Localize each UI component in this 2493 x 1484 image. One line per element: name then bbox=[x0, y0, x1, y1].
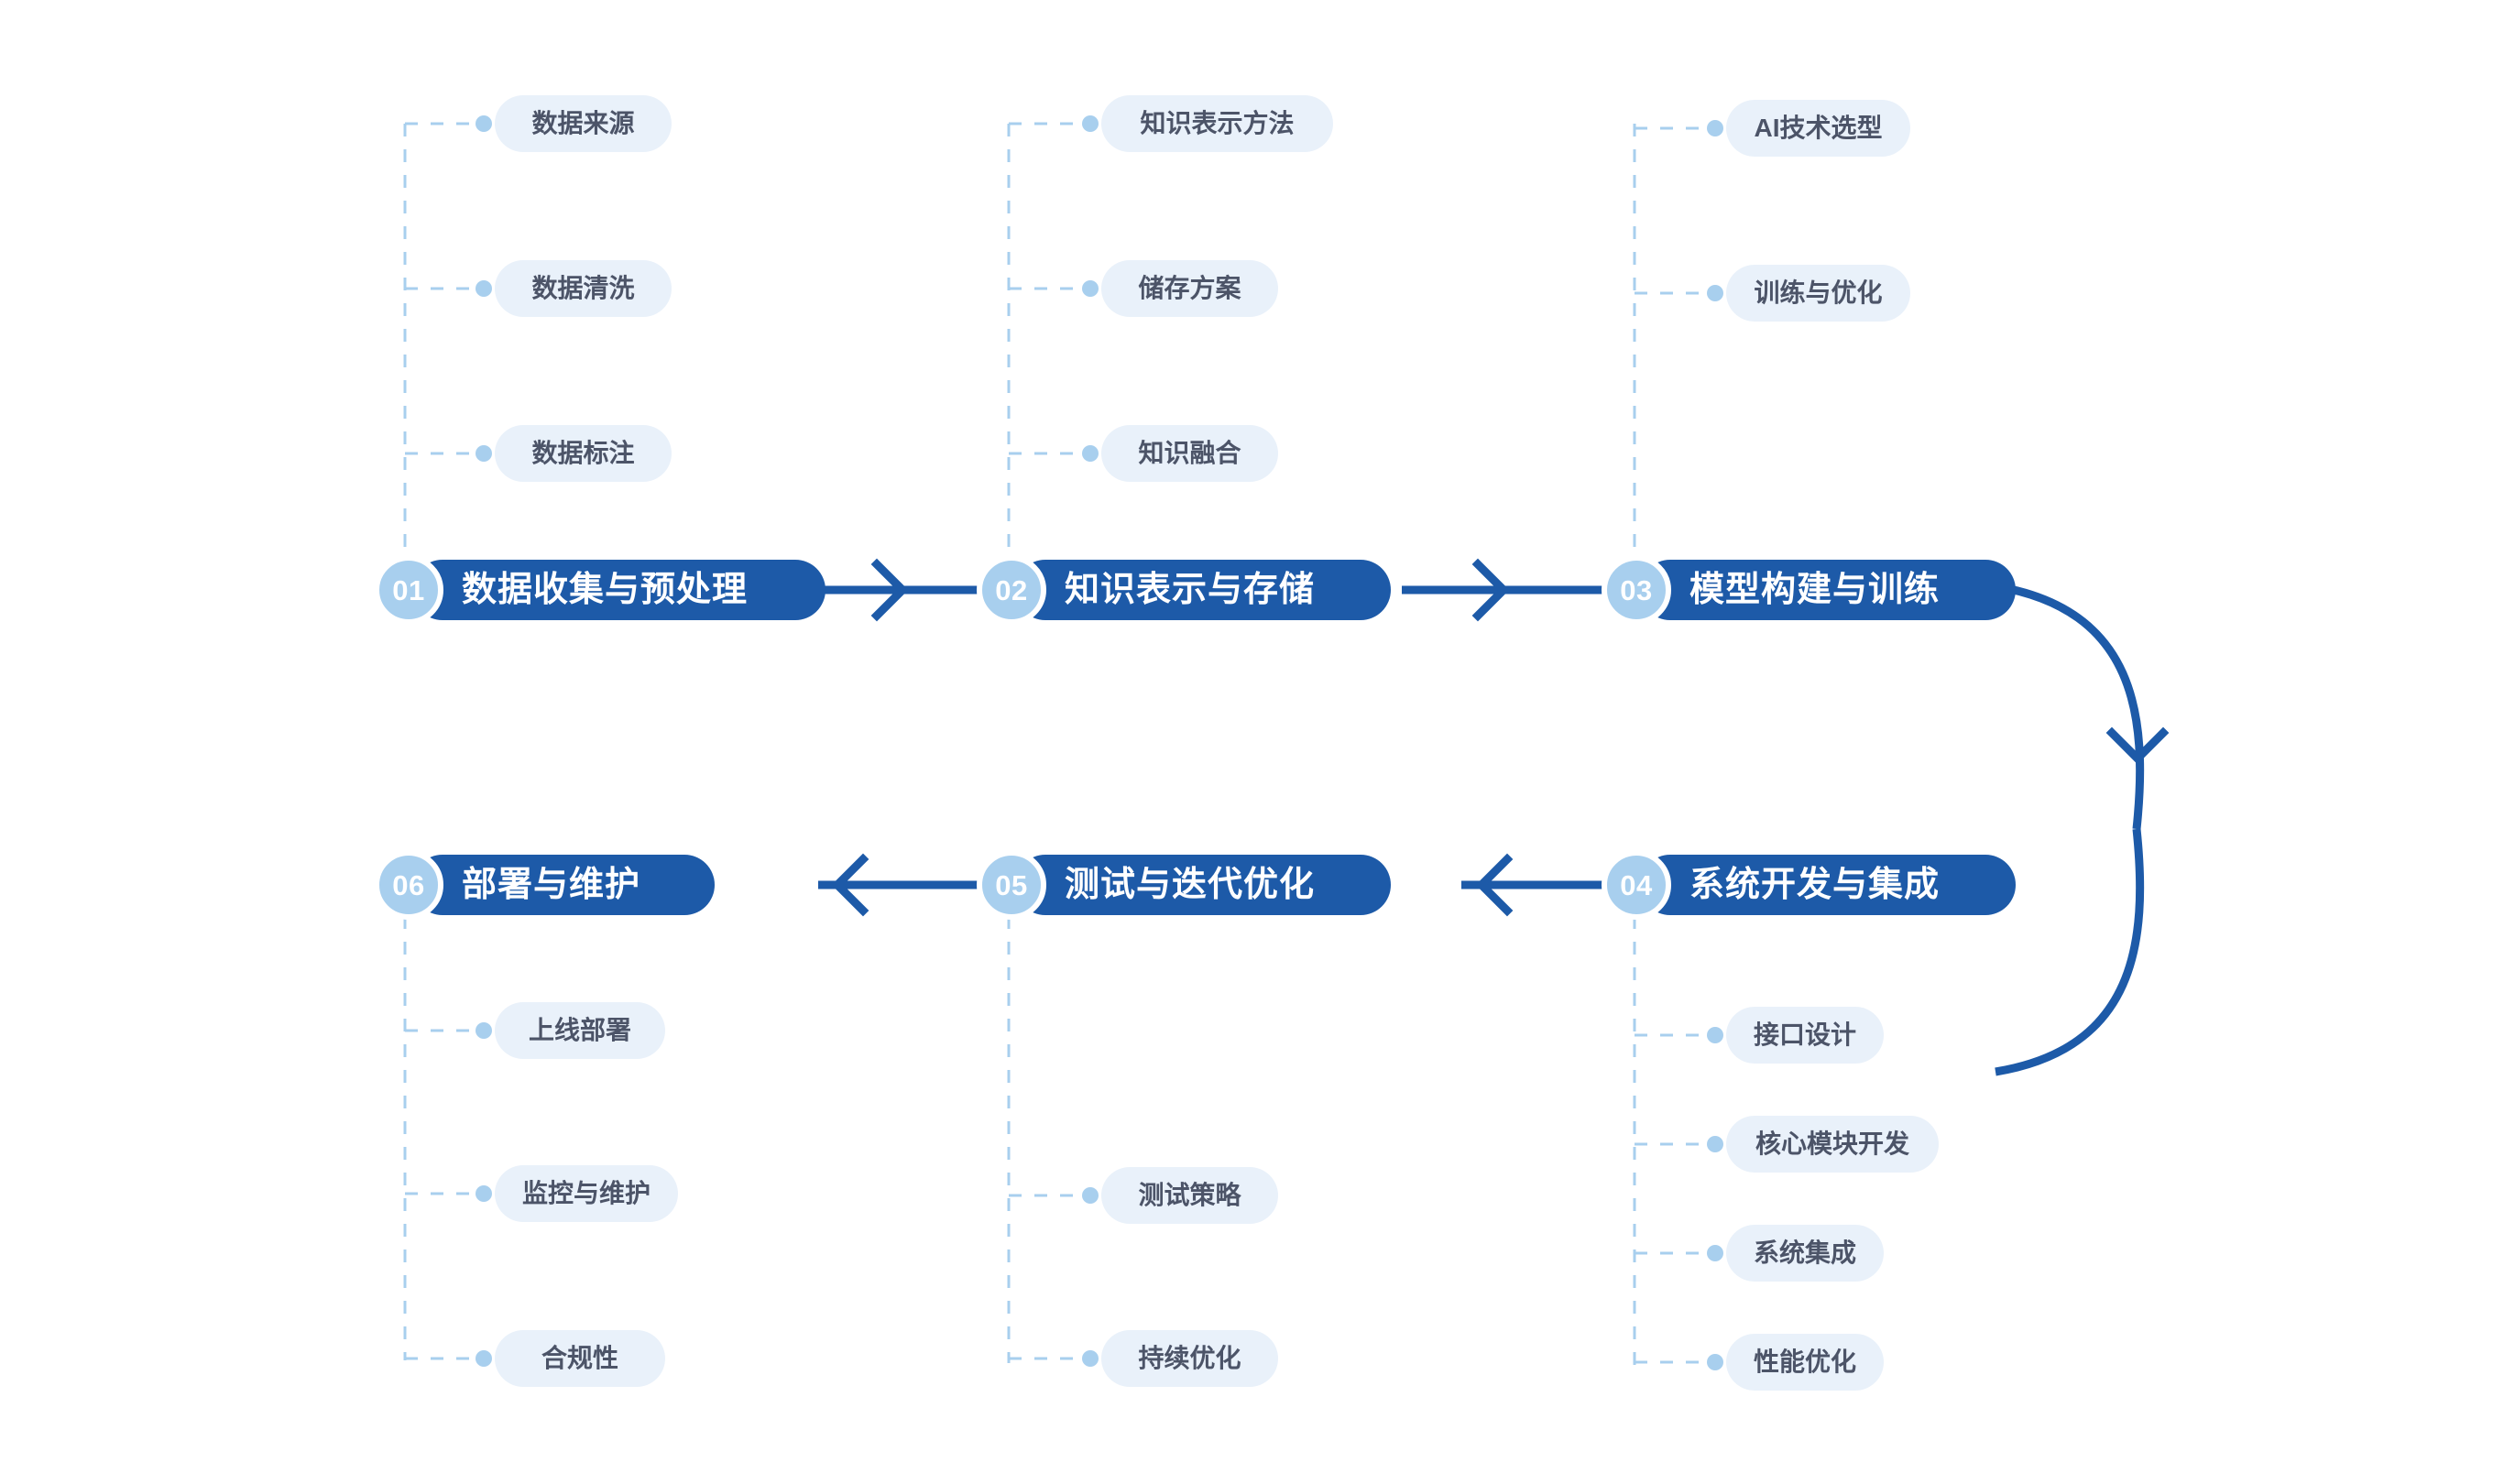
sub-item-pill-03-1[interactable]: AI技术选型 bbox=[1726, 100, 1910, 157]
stage-bar-01[interactable]: 数据收集与预处理 bbox=[412, 560, 826, 620]
sub-item-pill-05-1[interactable]: 测试策略 bbox=[1101, 1167, 1278, 1224]
stage-title-04: 系统开发与集成 bbox=[1689, 866, 1941, 904]
chevron-04-to-05 bbox=[1475, 853, 1514, 917]
sub-item-label-02-2: 储存方案 bbox=[1138, 274, 1241, 302]
branch-dot-02-1 bbox=[1082, 115, 1099, 132]
branch-dot-02-3 bbox=[1082, 445, 1099, 462]
sub-item-label-01-1: 数据来源 bbox=[531, 109, 635, 137]
stage-bar-05[interactable]: 测试与迭代优化 bbox=[1015, 855, 1391, 915]
sub-item-pill-06-1[interactable]: 上线部署 bbox=[495, 1002, 665, 1059]
branch-dot-05-2 bbox=[1082, 1350, 1099, 1367]
stage-number-06: 06 bbox=[392, 868, 425, 901]
stage-badge-05: 05 bbox=[977, 850, 1046, 920]
branch-dot-04-1 bbox=[1707, 1027, 1723, 1043]
chevron-01-to-02 bbox=[870, 558, 909, 622]
stage-badge-02: 02 bbox=[977, 555, 1046, 625]
sub-item-pill-02-1[interactable]: 知识表示方法 bbox=[1101, 95, 1333, 152]
stage-number-01: 01 bbox=[392, 573, 425, 606]
sub-item-label-04-1: 接口设计 bbox=[1754, 1020, 1857, 1049]
branch-dot-06-3 bbox=[476, 1350, 492, 1367]
stage-badge-06: 06 bbox=[374, 850, 443, 920]
branch-dot-06-1 bbox=[476, 1022, 492, 1039]
stage-badge-03: 03 bbox=[1602, 555, 1671, 625]
branch-dot-03-1 bbox=[1707, 120, 1723, 136]
sub-item-pill-04-2[interactable]: 核心模块开发 bbox=[1726, 1116, 1939, 1173]
sub-item-label-02-1: 知识表示方法 bbox=[1140, 109, 1295, 137]
chevron-02-to-03 bbox=[1471, 558, 1510, 622]
chevron-05-to-06 bbox=[831, 853, 869, 917]
sub-item-pill-01-3[interactable]: 数据标注 bbox=[495, 425, 672, 482]
flow-curve-03-to-04-lower bbox=[1995, 828, 2145, 1076]
branch-dot-02-2 bbox=[1082, 280, 1099, 297]
sub-item-label-01-2: 数据清洗 bbox=[531, 274, 635, 302]
stage-bar-02[interactable]: 知识表示与存储 bbox=[1015, 560, 1391, 620]
sub-item-pill-04-1[interactable]: 接口设计 bbox=[1726, 1007, 1884, 1064]
stage-badge-04: 04 bbox=[1602, 850, 1671, 920]
stage-bar-04[interactable]: 系统开发与集成 bbox=[1640, 855, 2016, 915]
stage-number-02: 02 bbox=[995, 573, 1028, 606]
sub-item-pill-06-3[interactable]: 合规性 bbox=[495, 1330, 665, 1387]
branch-dot-03-2 bbox=[1707, 285, 1723, 301]
branch-dot-04-3 bbox=[1707, 1245, 1723, 1261]
stage-title-05: 测试与迭代优化 bbox=[1065, 866, 1316, 904]
sub-item-pill-01-1[interactable]: 数据来源 bbox=[495, 95, 672, 152]
stage-title-02: 知识表示与存储 bbox=[1065, 571, 1316, 609]
sub-item-label-05-1: 测试策略 bbox=[1138, 1181, 1241, 1209]
flow-curve-03-to-04-upper bbox=[1995, 582, 2145, 830]
stage-badge-01: 01 bbox=[374, 555, 443, 625]
sub-item-label-05-2: 持续优化 bbox=[1138, 1344, 1241, 1372]
branch-dot-04-2 bbox=[1707, 1136, 1723, 1152]
sub-item-pill-04-3[interactable]: 系统集成 bbox=[1726, 1225, 1884, 1282]
sub-item-label-04-3: 系统集成 bbox=[1754, 1238, 1857, 1267]
branch-dot-06-2 bbox=[476, 1185, 492, 1202]
sub-item-pill-04-4[interactable]: 性能优化 bbox=[1726, 1334, 1884, 1391]
sub-item-pill-02-3[interactable]: 知识融合 bbox=[1101, 425, 1278, 482]
branch-dot-05-1 bbox=[1082, 1187, 1099, 1204]
sub-item-pill-06-2[interactable]: 监控与维护 bbox=[495, 1165, 678, 1222]
sub-item-pill-02-2[interactable]: 储存方案 bbox=[1101, 260, 1278, 317]
sub-item-label-06-2: 监控与维护 bbox=[522, 1179, 651, 1207]
stage-number-04: 04 bbox=[1620, 868, 1653, 901]
branch-dot-01-2 bbox=[476, 280, 492, 297]
stage-number-03: 03 bbox=[1620, 573, 1653, 606]
branch-dot-01-3 bbox=[476, 445, 492, 462]
sub-item-label-04-2: 核心模块开发 bbox=[1755, 1129, 1909, 1158]
stage-bar-03[interactable]: 模型构建与训练 bbox=[1640, 560, 2016, 620]
sub-item-label-03-2: 训练与优化 bbox=[1754, 278, 1883, 307]
branch-dot-01-1 bbox=[476, 115, 492, 132]
sub-item-label-06-1: 上线部署 bbox=[528, 1016, 631, 1044]
sub-item-label-02-3: 知识融合 bbox=[1138, 439, 1241, 467]
sub-item-label-04-4: 性能优化 bbox=[1754, 1348, 1857, 1376]
sub-item-pill-05-2[interactable]: 持续优化 bbox=[1101, 1330, 1278, 1387]
chevron-03-to-04 bbox=[2105, 726, 2170, 765]
stage-number-05: 05 bbox=[995, 868, 1028, 901]
sub-item-pill-01-2[interactable]: 数据清洗 bbox=[495, 260, 672, 317]
sub-item-label-03-1: AI技术选型 bbox=[1754, 114, 1883, 142]
stage-title-03: 模型构建与训练 bbox=[1689, 571, 1941, 609]
sub-item-label-06-3: 合规性 bbox=[541, 1344, 618, 1372]
stage-bar-06[interactable]: 部署与维护 bbox=[412, 855, 715, 915]
sub-item-pill-03-2[interactable]: 训练与优化 bbox=[1726, 265, 1910, 322]
stage-title-06: 部署与维护 bbox=[462, 866, 641, 904]
stage-title-01: 数据收集与预处理 bbox=[462, 571, 749, 609]
branch-dot-04-4 bbox=[1707, 1354, 1723, 1370]
sub-item-label-01-3: 数据标注 bbox=[531, 439, 635, 467]
